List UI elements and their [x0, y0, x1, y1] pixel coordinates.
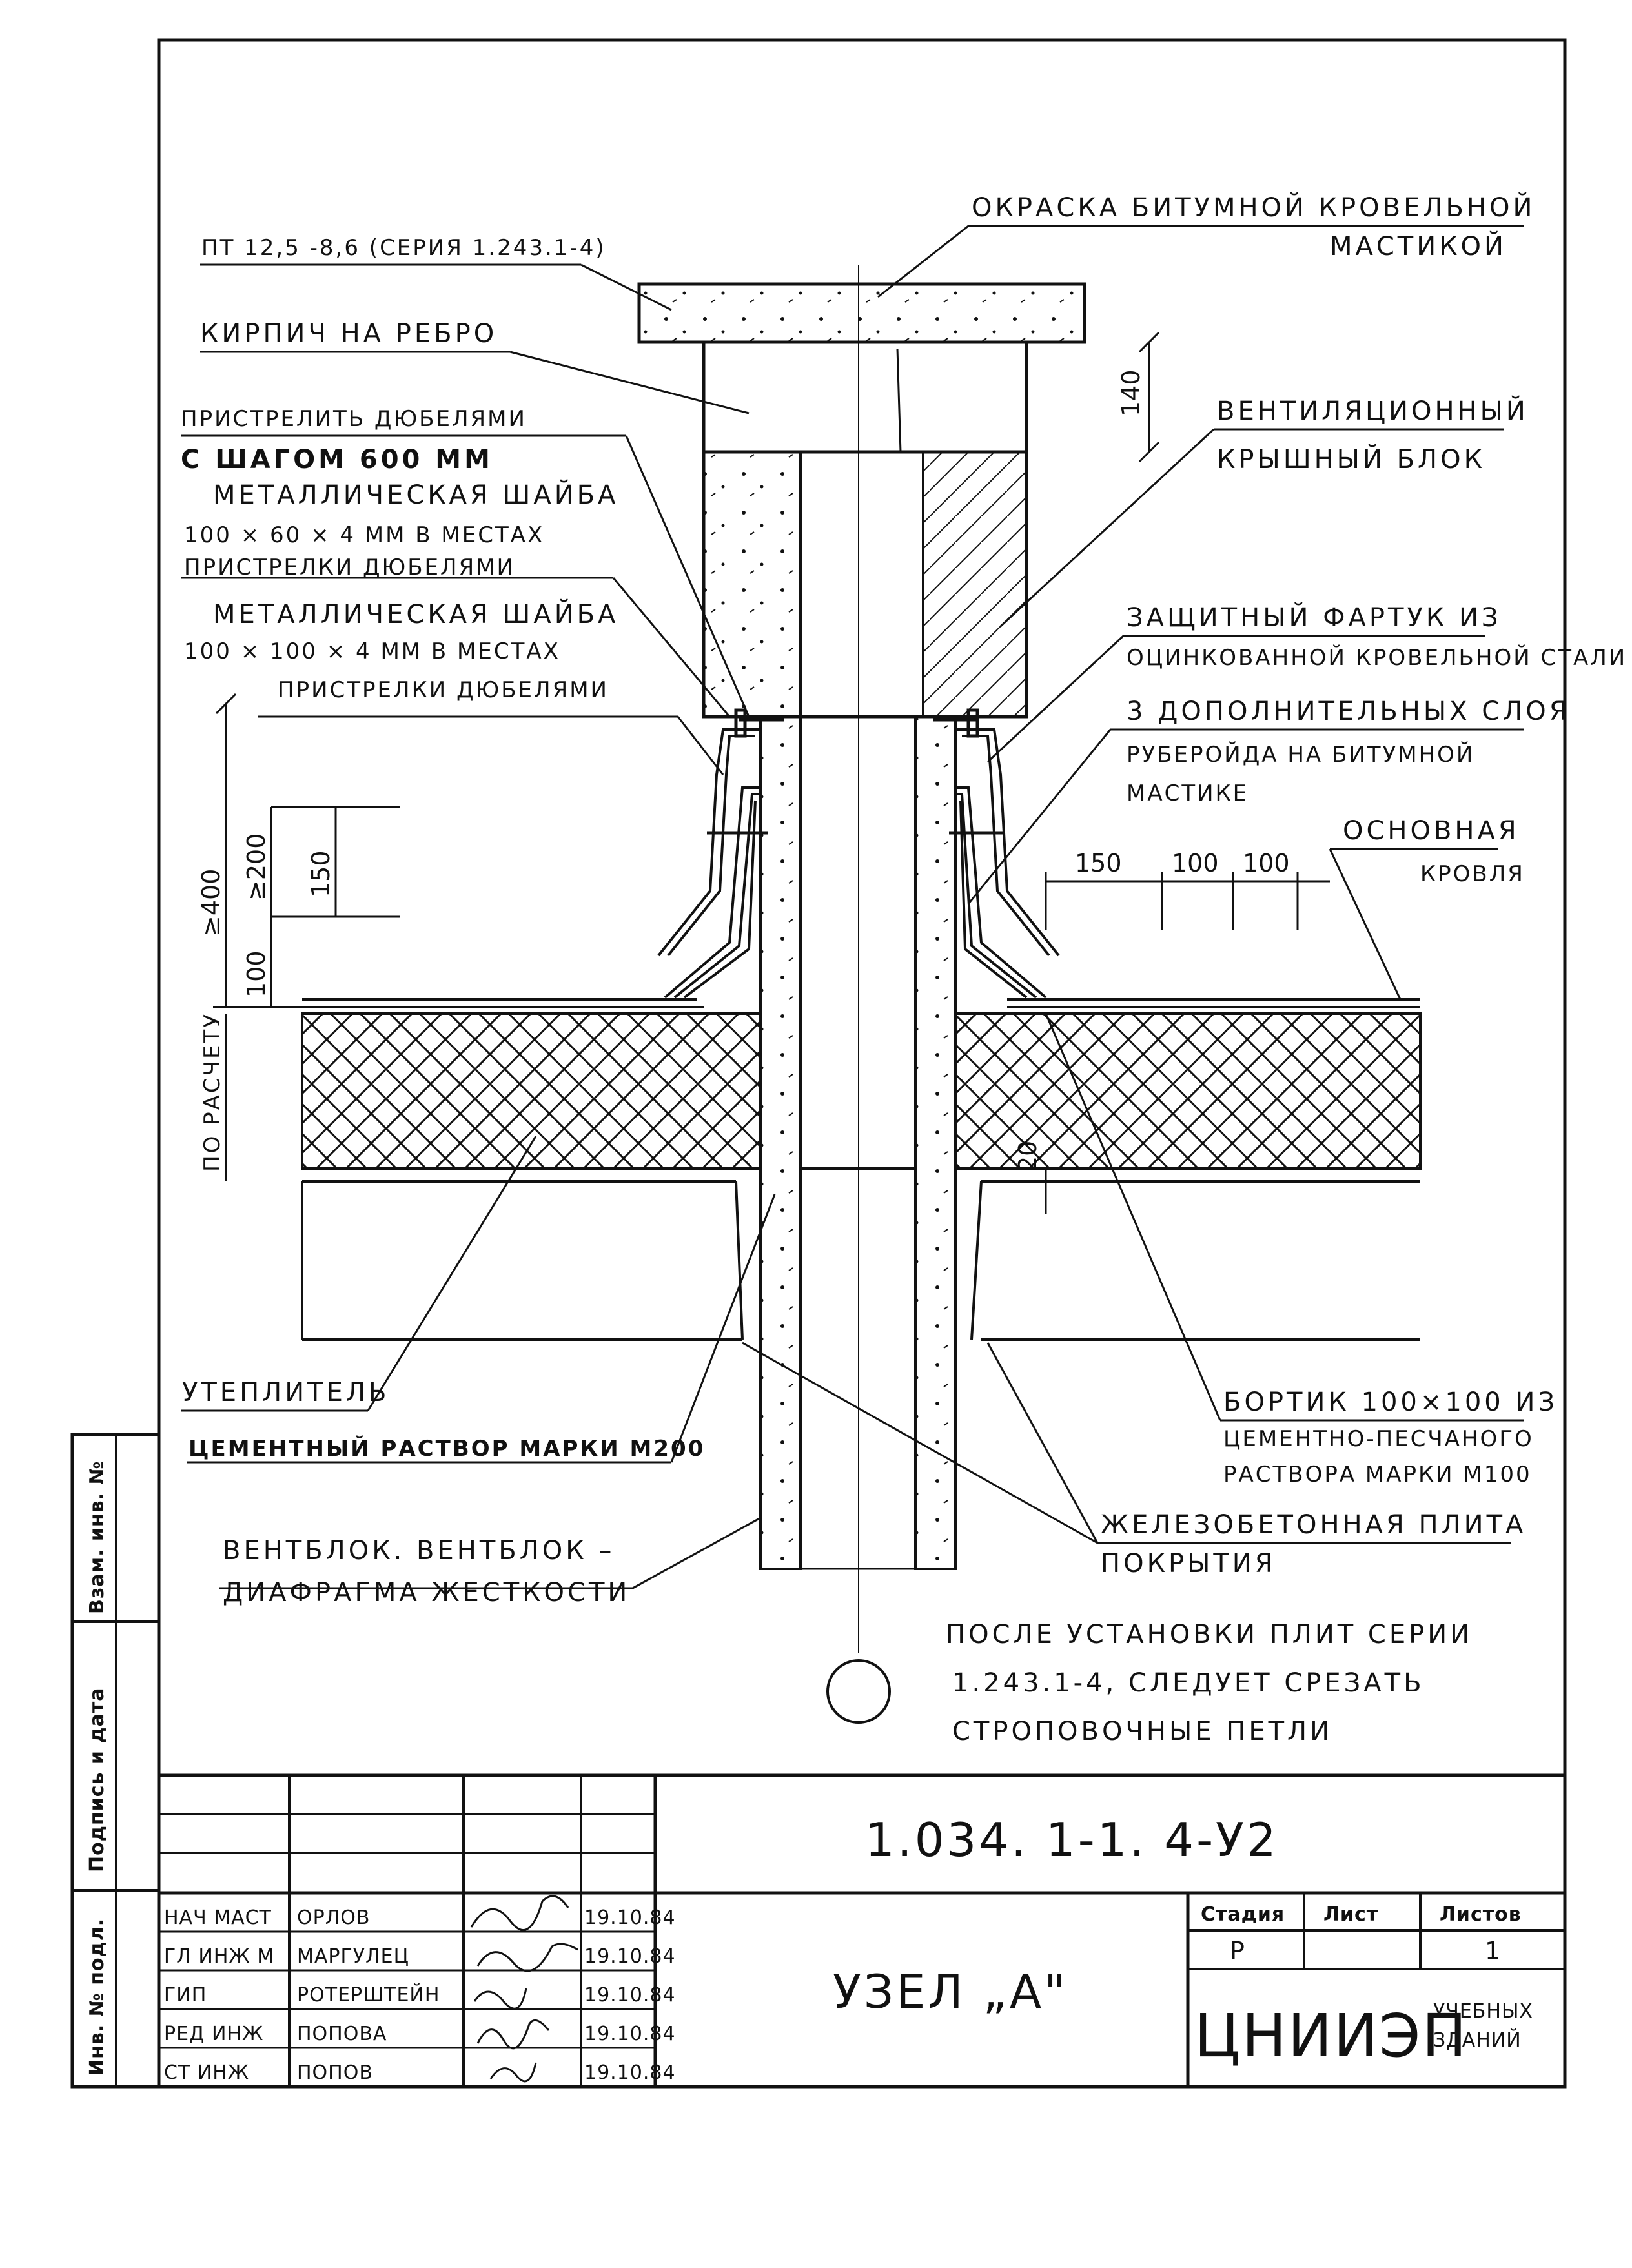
signer-date: 19.10.84	[584, 2061, 676, 2084]
label-top-slab: ПТ 12,5 -8,6 (СЕРИЯ 1.243.1-4)	[201, 235, 606, 261]
side-stamp: Взам. инв. № Подпись и дата Инв. № подл.	[70, 1433, 161, 2089]
label-vent-2: КРЫШНЫЙ БЛОК	[1217, 444, 1485, 475]
label-ventblock-2: ДИАФРАГМА ЖЕСТКОСТИ	[223, 1578, 630, 1608]
signer-date: 19.10.84	[584, 1906, 676, 1929]
stamp-inv: Инв. № подл.	[86, 1918, 108, 2076]
org-sub-2: ЗДАНИЙ	[1433, 2028, 1522, 2052]
signer-name: ПОПОВА	[297, 2023, 387, 2045]
sheet-header: Лист	[1323, 1903, 1378, 1926]
label-curb-1: БОРТИК 100×100 ИЗ	[1223, 1387, 1558, 1417]
roofing-layers	[302, 786, 1420, 1008]
label-vent-1: ВЕНТИЛЯЦИОННЫЙ	[1217, 395, 1529, 426]
label-slab-2: ПОКРЫТИЯ	[1101, 1549, 1276, 1578]
label-roof-2: КРОВЛЯ	[1420, 861, 1525, 887]
dim-100-a: 100	[1172, 849, 1219, 877]
label-curb-3: РАСТВОРА МАРКИ М100	[1223, 1462, 1532, 1487]
signer-date: 19.10.84	[584, 1984, 676, 2007]
label-dowel-2: С ШАГОМ 600 ММ	[181, 445, 493, 475]
dim-calc: ПО РАСЧЕТУ	[199, 1012, 225, 1172]
dim-150-h: 150	[1075, 849, 1122, 877]
org-name: ЦНИИЭП	[1194, 2001, 1468, 2070]
label-curb-2: ЦЕМЕНТНО-ПЕСЧАНОГО	[1223, 1426, 1534, 1452]
insulation-right	[954, 1012, 1422, 1170]
dim-20: 20	[1014, 1141, 1042, 1172]
dowels	[707, 708, 1004, 835]
brick-on-edge	[702, 340, 1028, 454]
title-block	[157, 1773, 1567, 2089]
vent-block-wall-left	[759, 715, 802, 1570]
note-line-3: СТРОПОВОЧНЫЕ ПЕТЛИ	[952, 1717, 1332, 1746]
signer-name: ПОПОВ	[297, 2061, 373, 2084]
signer-role: ГЛ ИНЖ М	[164, 1945, 274, 1968]
label-apron-2: ОЦИНКОВАННОЙ КРОВЕЛЬНОЙ СТАЛИ	[1127, 644, 1627, 671]
label-washer2-1: МЕТАЛЛИЧЕСКАЯ ШАЙБА	[213, 598, 618, 629]
leader-lines	[181, 225, 1524, 1589]
stage-header: Стадия	[1201, 1903, 1285, 1926]
label-washer2-2: 100 × 100 × 4 ММ В МЕСТАХ	[184, 639, 560, 664]
top-slab	[637, 282, 1086, 344]
dim-100-b: 100	[1243, 849, 1290, 877]
dim-150-v: 150	[307, 850, 335, 897]
sheets-header: Листов	[1440, 1903, 1522, 1926]
signer-date: 19.10.84	[584, 1945, 676, 1968]
label-paint-1: ОКРАСКА БИТУМНОЙ КРОВЕЛЬНОЙ	[972, 192, 1535, 223]
section-drawing: ПТ 12,5 -8,6 (СЕРИЯ 1.243.1-4) ОКРАСКА Б…	[181, 192, 1627, 1746]
label-insulation: УТЕПЛИТЕЛЬ	[182, 1378, 389, 1407]
signature-rows: НАЧ МАСТ ОРЛОВ 19.10.84 ГЛ ИНЖ М МАРГУЛЕ…	[164, 1906, 676, 2084]
label-slab-1: ЖЕЛЕЗОБЕТОННАЯ ПЛИТА	[1101, 1510, 1526, 1540]
stamp-vzam: Взам. инв. №	[86, 1460, 108, 1614]
org-sub-1: УЧЕБНЫХ	[1433, 2000, 1533, 2023]
stage-value: Р	[1230, 1937, 1245, 1965]
stamp-podpis: Подпись и дата	[86, 1688, 108, 1872]
note-line-2: 1.243.1-4, СЛЕДУЕТ СРЕЗАТЬ	[952, 1668, 1425, 1698]
dim-200: ≥200	[242, 833, 270, 901]
label-layers-1: 3 ДОПОЛНИТЕЛЬНЫХ СЛОЯ	[1127, 697, 1571, 726]
label-mortar: ЦЕМЕНТНЫЙ РАСТВОР МАРКИ М200	[189, 1435, 705, 1462]
axis-marker	[826, 1659, 891, 1724]
signer-role: ГИП	[164, 1984, 207, 2007]
label-washer2-3: ПРИСТРЕЛКИ ДЮБЕЛЯМИ	[278, 677, 609, 703]
dim-100-v: 100	[242, 950, 270, 997]
signer-name: ОРЛОВ	[297, 1906, 370, 1929]
signer-role: НАЧ МАСТ	[164, 1906, 272, 1929]
label-washer1-1: МЕТАЛЛИЧЕСКАЯ ШАЙБА	[213, 479, 618, 510]
label-apron-1: ЗАЩИТНЫЙ ФАРТУК ИЗ	[1127, 602, 1502, 633]
signer-role: СТ ИНЖ	[164, 2061, 249, 2084]
doc-code: 1.034. 1-1. 4-У2	[865, 1813, 1279, 1867]
drawing-title: УЗЕЛ „А"	[833, 1965, 1068, 2019]
label-paint-2: МАСТИКОЙ	[1330, 230, 1507, 261]
dimension-lines	[213, 331, 1330, 1214]
signer-date: 19.10.84	[584, 2023, 676, 2045]
label-dowel-1: ПРИСТРЕЛИТЬ ДЮБЕЛЯМИ	[181, 406, 527, 432]
signer-name: МАРГУЛЕЦ	[297, 1945, 409, 1968]
label-ventblock-1: ВЕНТБЛОК. ВЕНТБЛОК –	[223, 1536, 615, 1566]
vent-block-wall-right	[914, 715, 957, 1570]
rc-roof-slab	[301, 1180, 1420, 1341]
sheets-value: 1	[1485, 1937, 1500, 1965]
label-layers-2: РУБЕРОЙДА НА БИТУМНОЙ	[1127, 741, 1474, 768]
label-brick: КИРПИЧ НА РЕБРО	[200, 319, 497, 349]
signer-role: РЕД ИНЖ	[164, 2023, 263, 2045]
label-washer1-3: ПРИСТРЕЛКИ ДЮБЕЛЯМИ	[184, 555, 515, 580]
label-roof-1: ОСНОВНАЯ	[1343, 816, 1520, 846]
label-layers-3: МАСТИКЕ	[1127, 781, 1249, 806]
note-line-1: ПОСЛЕ УСТАНОВКИ ПЛИТ СЕРИИ	[946, 1620, 1473, 1650]
label-washer1-2: 100 × 60 × 4 ММ В МЕСТАХ	[184, 522, 544, 548]
signer-name: РОТЕРШТЕЙН	[297, 1983, 440, 2007]
signature-scribbles	[470, 1895, 578, 2083]
dim-140: 140	[1117, 369, 1145, 416]
dim-400: ≥400	[197, 869, 225, 936]
